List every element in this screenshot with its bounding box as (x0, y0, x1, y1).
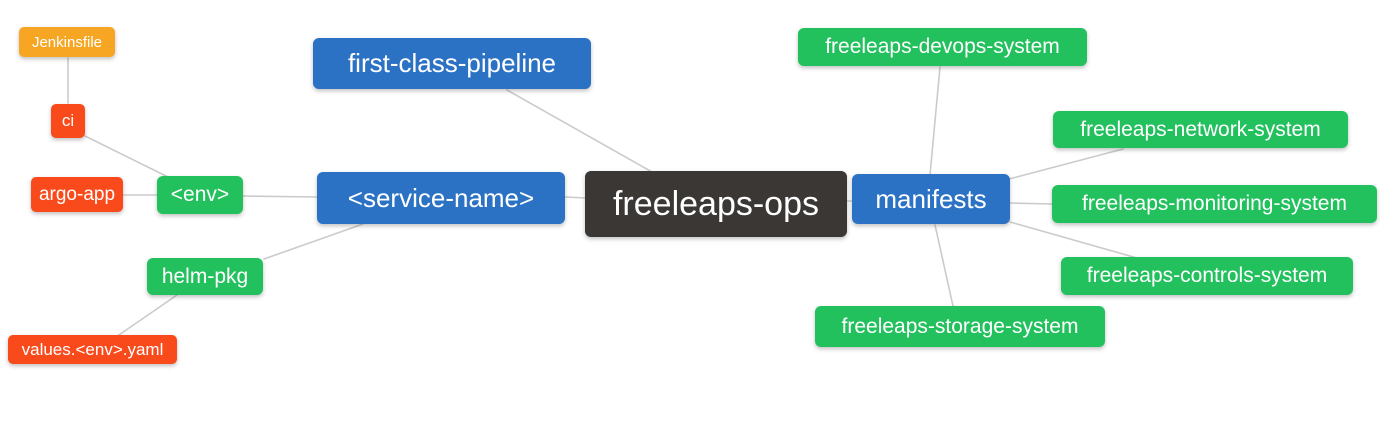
node-ci[interactable]: ci (51, 104, 85, 138)
node-argo-app[interactable]: argo-app (31, 177, 123, 212)
edge-helm-pkg-values-env-yaml (115, 294, 178, 338)
node-freeleaps-monitoring-system[interactable]: freeleaps-monitoring-system (1052, 185, 1377, 223)
node-jenkinsfile[interactable]: Jenkinsfile (19, 27, 115, 57)
edge-manifests-devops-system (929, 66, 941, 176)
edge-manifests-storage-system (934, 224, 954, 307)
edge-service-name-root (564, 196, 587, 199)
edge-manifests-monitoring-system (1009, 202, 1054, 205)
node-values-env-yaml[interactable]: values.<env>.yaml (8, 335, 177, 364)
node-freeleaps-controls-system[interactable]: freeleaps-controls-system (1061, 257, 1353, 295)
node-service-name[interactable]: <service-name> (317, 172, 565, 224)
edge-service-name-helm-pkg (263, 223, 364, 260)
node-helm-pkg[interactable]: helm-pkg (147, 258, 263, 295)
edge-ci-env (84, 135, 169, 178)
node-env[interactable]: <env> (157, 176, 243, 214)
node-first-class-pipeline[interactable]: first-class-pipeline (313, 38, 591, 89)
node-freeleaps-ops-root[interactable]: freeleaps-ops (585, 171, 847, 237)
edge-first-class-pipeline-root (506, 89, 653, 173)
edge-env-service-name (242, 195, 318, 198)
node-freeleaps-network-system[interactable]: freeleaps-network-system (1053, 111, 1348, 148)
edge-manifests-controls-system (1009, 221, 1138, 259)
edge-manifests-network-system (1008, 148, 1124, 180)
node-freeleaps-devops-system[interactable]: freeleaps-devops-system (798, 28, 1087, 66)
node-manifests[interactable]: manifests (852, 174, 1010, 224)
node-freeleaps-storage-system[interactable]: freeleaps-storage-system (815, 306, 1105, 347)
